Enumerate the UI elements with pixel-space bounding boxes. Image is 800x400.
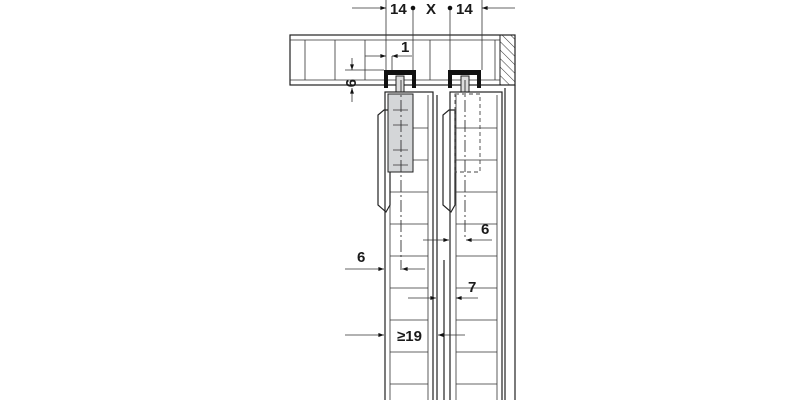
dim-min-19: ≥19 (397, 328, 422, 345)
dim-14-right: 14 (456, 1, 473, 18)
dim-6-right: 6 (481, 221, 489, 238)
dimension-track-height: 9 (342, 58, 384, 102)
dimension-top: 14 X 14 (352, 0, 515, 70)
dimension-right-glass: 6 (423, 221, 492, 242)
track-left (384, 70, 416, 93)
hanger-right (454, 93, 481, 173)
track-right (448, 70, 481, 93)
dim-7: 7 (468, 279, 476, 296)
dim-6-left: 6 (357, 249, 365, 266)
dimension-left-glass: 6 (345, 249, 425, 271)
dim-14-left: 14 (390, 1, 407, 18)
dim-1: 1 (401, 39, 409, 56)
door-left (377, 80, 434, 400)
dim-x: X (426, 1, 436, 18)
dimension-hanger-gap: 1 (365, 39, 412, 70)
hanger-left (387, 93, 414, 173)
dim-9: 9 (342, 79, 359, 87)
dimension-door-thickness: ≥19 (345, 328, 465, 345)
door-right (442, 80, 516, 400)
wall-hatch (499, 34, 516, 86)
dimension-door-gap: 7 (408, 279, 478, 300)
